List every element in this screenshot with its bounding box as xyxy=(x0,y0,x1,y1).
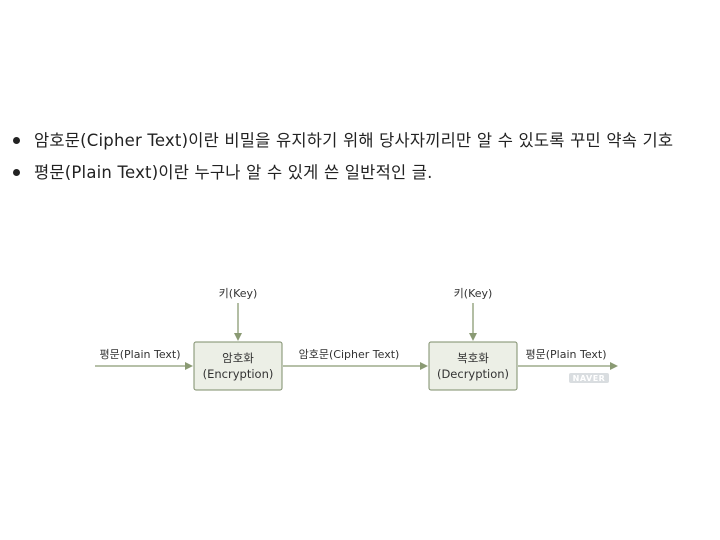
list-item: 암호문(Cipher Text)이란 비밀을 유지하기 위해 당사자끼리만 알 … xyxy=(12,126,716,156)
cipher-arrowhead-icon xyxy=(420,362,428,370)
input-arrowhead-icon xyxy=(185,362,193,370)
cipher-text-definition: 암호문(Cipher Text)이란 비밀을 유지하기 위해 당사자끼리만 알 … xyxy=(34,131,674,150)
cipher-text-label: 암호문(Cipher Text) xyxy=(299,348,400,361)
output-label: 평문(Plain Text) xyxy=(525,348,606,361)
naver-watermark: NAVER xyxy=(573,374,606,383)
naver-watermark-badge xyxy=(569,373,609,383)
decryption-box-title: 복호화 xyxy=(457,351,489,365)
decryption-key-label: 키(Key) xyxy=(454,287,493,300)
decryption-box xyxy=(428,341,518,391)
bullet-dot-icon xyxy=(13,169,20,176)
decryption-key-arrowhead-icon xyxy=(469,333,477,341)
input-label: 평문(Plain Text) xyxy=(99,348,180,361)
list-item: 평문(Plain Text)이란 누구나 알 수 있게 쓴 일반적인 글. xyxy=(12,158,716,188)
encryption-box-subtitle: (Encryption) xyxy=(203,367,274,381)
definition-list: 암호문(Cipher Text)이란 비밀을 유지하기 위해 당사자끼리만 알 … xyxy=(12,126,716,188)
encryption-key-arrowhead-icon xyxy=(234,333,242,341)
bullet-dot-icon xyxy=(13,137,20,144)
plain-text-definition: 평문(Plain Text)이란 누구나 알 수 있게 쓴 일반적인 글. xyxy=(34,163,433,182)
encryption-key-label: 키(Key) xyxy=(219,287,258,300)
encryption-box xyxy=(193,341,283,391)
encryption-box-title: 암호화 xyxy=(222,351,254,365)
decryption-box-subtitle: (Decryption) xyxy=(437,367,509,381)
output-arrowhead-icon xyxy=(610,362,618,370)
